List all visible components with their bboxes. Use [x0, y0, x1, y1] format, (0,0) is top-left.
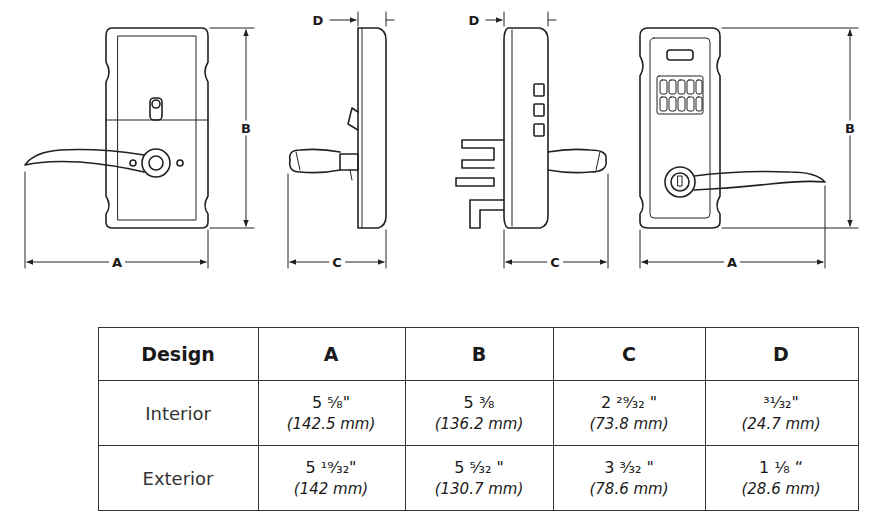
table-metric: (78.6 mm)	[589, 480, 668, 498]
table-value: 1 ¹⁄₈ “	[759, 458, 803, 477]
table-metric: (142.5 mm)	[287, 415, 376, 433]
table-header: D	[773, 343, 789, 365]
table-header: C	[622, 343, 636, 365]
table-value: 5 ⁵⁄₈"	[312, 393, 350, 412]
table-metric: (136.2 mm)	[435, 415, 524, 433]
table-value: 2 ²⁹⁄₃₂ "	[601, 393, 657, 412]
table-metric: (28.6 mm)	[741, 480, 820, 498]
row-label: Interior	[145, 403, 211, 424]
dimension-letter: B	[842, 121, 858, 136]
dimension-letter: A	[109, 255, 125, 270]
dimension-letter: C	[329, 255, 345, 270]
dimension-letter: D	[310, 13, 327, 28]
table-metric: (130.7 mm)	[435, 480, 524, 498]
table-value: 5 ³⁄₈	[464, 393, 495, 412]
dimension-letter: A	[724, 255, 740, 270]
dimension-letter: B	[238, 121, 254, 136]
table-header: Design	[141, 343, 215, 365]
table-value: 5 ⁵⁄₃₂ "	[454, 458, 504, 477]
dimension-letter: C	[547, 255, 563, 270]
table-metric: (24.7 mm)	[741, 415, 820, 433]
table-metric: (142 mm)	[294, 480, 368, 498]
table-value: 3 ³⁄₃₂ "	[604, 458, 654, 477]
table-header: B	[472, 343, 486, 365]
table-value: 5 ¹⁹⁄₃₂"	[306, 458, 357, 477]
table-metric: (73.8 mm)	[589, 415, 668, 433]
table-header: A	[324, 343, 339, 365]
row-label: Exterior	[143, 468, 214, 489]
dimension-letter: D	[466, 13, 483, 28]
table-value: ³¹⁄₃₂"	[763, 393, 799, 412]
table-grid	[98, 327, 859, 511]
